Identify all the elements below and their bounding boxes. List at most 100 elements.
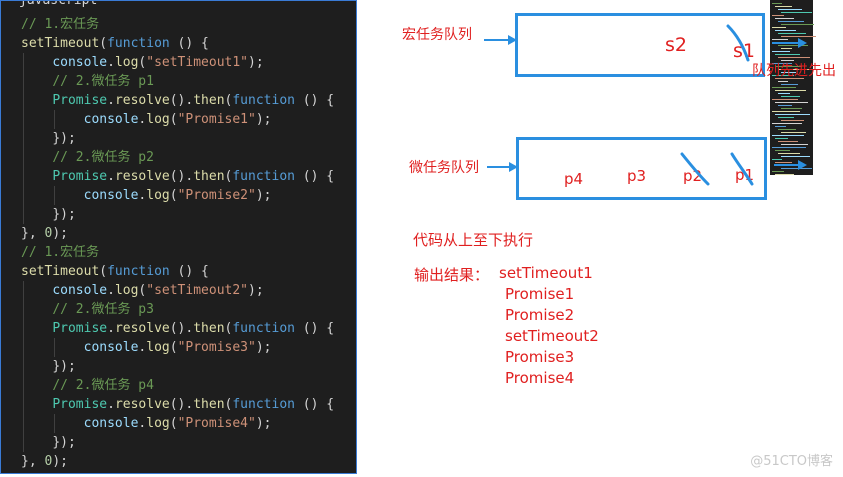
indent-guide	[23, 395, 24, 414]
code-line[interactable]: Promise.resolve().then(function () {	[1, 167, 334, 186]
micro-item-p3: p3	[627, 167, 647, 185]
code-line[interactable]: // 1.宏任务	[1, 243, 334, 262]
code-line[interactable]: console.log("Promise4");	[1, 414, 334, 433]
indent-guide	[23, 357, 24, 376]
code-token: () {	[294, 397, 335, 412]
code-token: (	[169, 416, 178, 431]
code-token: });	[52, 435, 76, 450]
indent-guide	[23, 53, 24, 72]
code-token: resolve	[114, 397, 170, 412]
code-token: Promise	[52, 169, 108, 184]
indent-guide	[23, 167, 24, 186]
code-line[interactable]: console.log("Promise2");	[1, 186, 334, 205]
code-token: Promise	[52, 397, 108, 412]
code-line[interactable]: console.log("setTimeout1");	[1, 53, 334, 72]
code-token: (	[99, 264, 108, 279]
indent-guide	[23, 186, 24, 205]
minimap-line	[775, 150, 790, 151]
minimap-line	[772, 75, 794, 76]
code-line[interactable]: }, 0);	[1, 452, 334, 471]
code-token: "Promise4"	[177, 416, 256, 431]
micro-queue-box	[516, 137, 767, 200]
code-token: 0	[44, 226, 53, 241]
code-token: },	[21, 454, 45, 469]
minimap-line	[781, 144, 808, 145]
indent-space	[21, 359, 52, 374]
indent-space	[21, 435, 52, 450]
macro-queue-label: 宏任务队列	[402, 27, 472, 43]
code-token: .	[138, 112, 147, 127]
code-token: (	[169, 112, 178, 127]
minimap-line	[772, 159, 782, 160]
minimap-line	[772, 15, 784, 16]
code-line[interactable]: console.log("Promise1");	[1, 110, 334, 129]
minimap-line	[778, 81, 788, 82]
code-line[interactable]: Promise.resolve().then(function () {	[1, 395, 334, 414]
code-line[interactable]: // 2.微任务 p2	[1, 148, 334, 167]
indent-guide	[23, 319, 24, 338]
code-line[interactable]: console.log("Promise3");	[1, 338, 334, 357]
code-line[interactable]: setTimeout(function () {	[1, 262, 334, 281]
indent-guide	[23, 338, 24, 357]
code-token: "setTimeout2"	[146, 283, 248, 298]
code-token: then	[193, 93, 225, 108]
minimap-line	[778, 21, 804, 22]
indent-guide	[23, 91, 24, 110]
code-line[interactable]: Promise.resolve().then(function () {	[1, 91, 334, 110]
code-line[interactable]: Promise.resolve().then(function () {	[1, 319, 334, 338]
indent-guide	[54, 186, 55, 205]
code-line[interactable]: console.log("setTimeout2");	[1, 281, 334, 300]
code-token: (	[138, 55, 147, 70]
indent-space	[21, 397, 52, 412]
minimap-line	[775, 54, 800, 55]
minimap-line	[778, 153, 800, 154]
code-token: .	[138, 188, 147, 203]
code-line[interactable]: });	[1, 205, 334, 224]
minimap-line	[778, 93, 790, 94]
indent-guide	[54, 110, 55, 129]
code-token: );	[248, 55, 264, 70]
minimap-line	[778, 69, 812, 70]
minimap-line	[772, 27, 786, 28]
code-line[interactable]: // 1.宏任务	[1, 15, 334, 34]
code-token: "Promise1"	[177, 112, 256, 127]
code-line[interactable]: // 2.微任务 p3	[1, 300, 334, 319]
indent-space	[21, 93, 52, 108]
minimap-line	[781, 36, 816, 37]
indent-guide	[23, 414, 24, 433]
micro-item-p4: p4	[564, 170, 584, 188]
minimap-line	[778, 105, 792, 106]
minimap-line	[772, 135, 804, 136]
code-token: // 2.微任务 p2	[52, 150, 154, 165]
indent-guide	[54, 338, 55, 357]
indent-space	[21, 188, 84, 203]
code-line[interactable]: });	[1, 357, 334, 376]
code-line[interactable]: // 2.微任务 p1	[1, 72, 334, 91]
code-line[interactable]: setTimeout(function () {	[1, 34, 334, 53]
code-token: function	[232, 169, 295, 184]
minimap[interactable]	[770, 0, 816, 175]
minimap-line	[778, 141, 798, 142]
code-token: // 2.微任务 p1	[52, 74, 154, 89]
result-line: setTimeout1	[499, 264, 593, 282]
code-token: then	[193, 169, 225, 184]
code-line[interactable]: });	[1, 433, 334, 452]
micro-arrow-icon	[487, 162, 518, 172]
code-token: () {	[169, 264, 209, 279]
indent-space	[21, 283, 52, 298]
code-line[interactable]: // 2.微任务 p4	[1, 376, 334, 395]
code-token: );	[255, 188, 272, 203]
code-token: () {	[294, 93, 335, 108]
code-token: log	[146, 416, 170, 431]
code-token: ().	[169, 93, 194, 108]
code-line[interactable]: });	[1, 129, 334, 148]
minimap-line	[781, 96, 800, 97]
code-token: .	[107, 55, 115, 70]
indent-space	[21, 302, 52, 317]
code-token: .	[107, 93, 115, 108]
code-token: log	[146, 188, 170, 203]
code-token: ().	[169, 169, 194, 184]
code-line[interactable]: }, 0);	[1, 224, 334, 243]
